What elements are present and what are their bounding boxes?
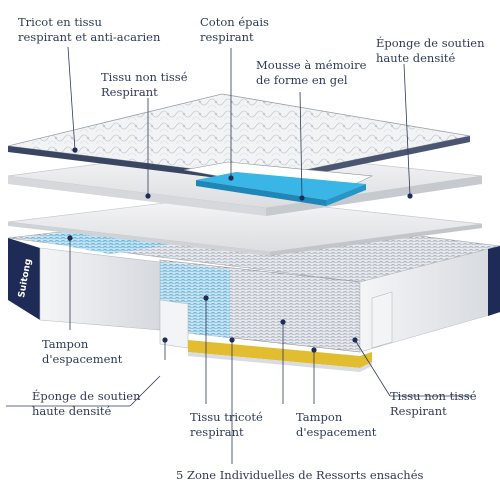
leader-lines bbox=[6, 46, 472, 464]
leader-dots bbox=[67, 147, 413, 353]
label-zones: 5 Zone Individuelles de Ressorts ensaché… bbox=[176, 468, 424, 482]
quilted-top-layer bbox=[7, 93, 471, 206]
